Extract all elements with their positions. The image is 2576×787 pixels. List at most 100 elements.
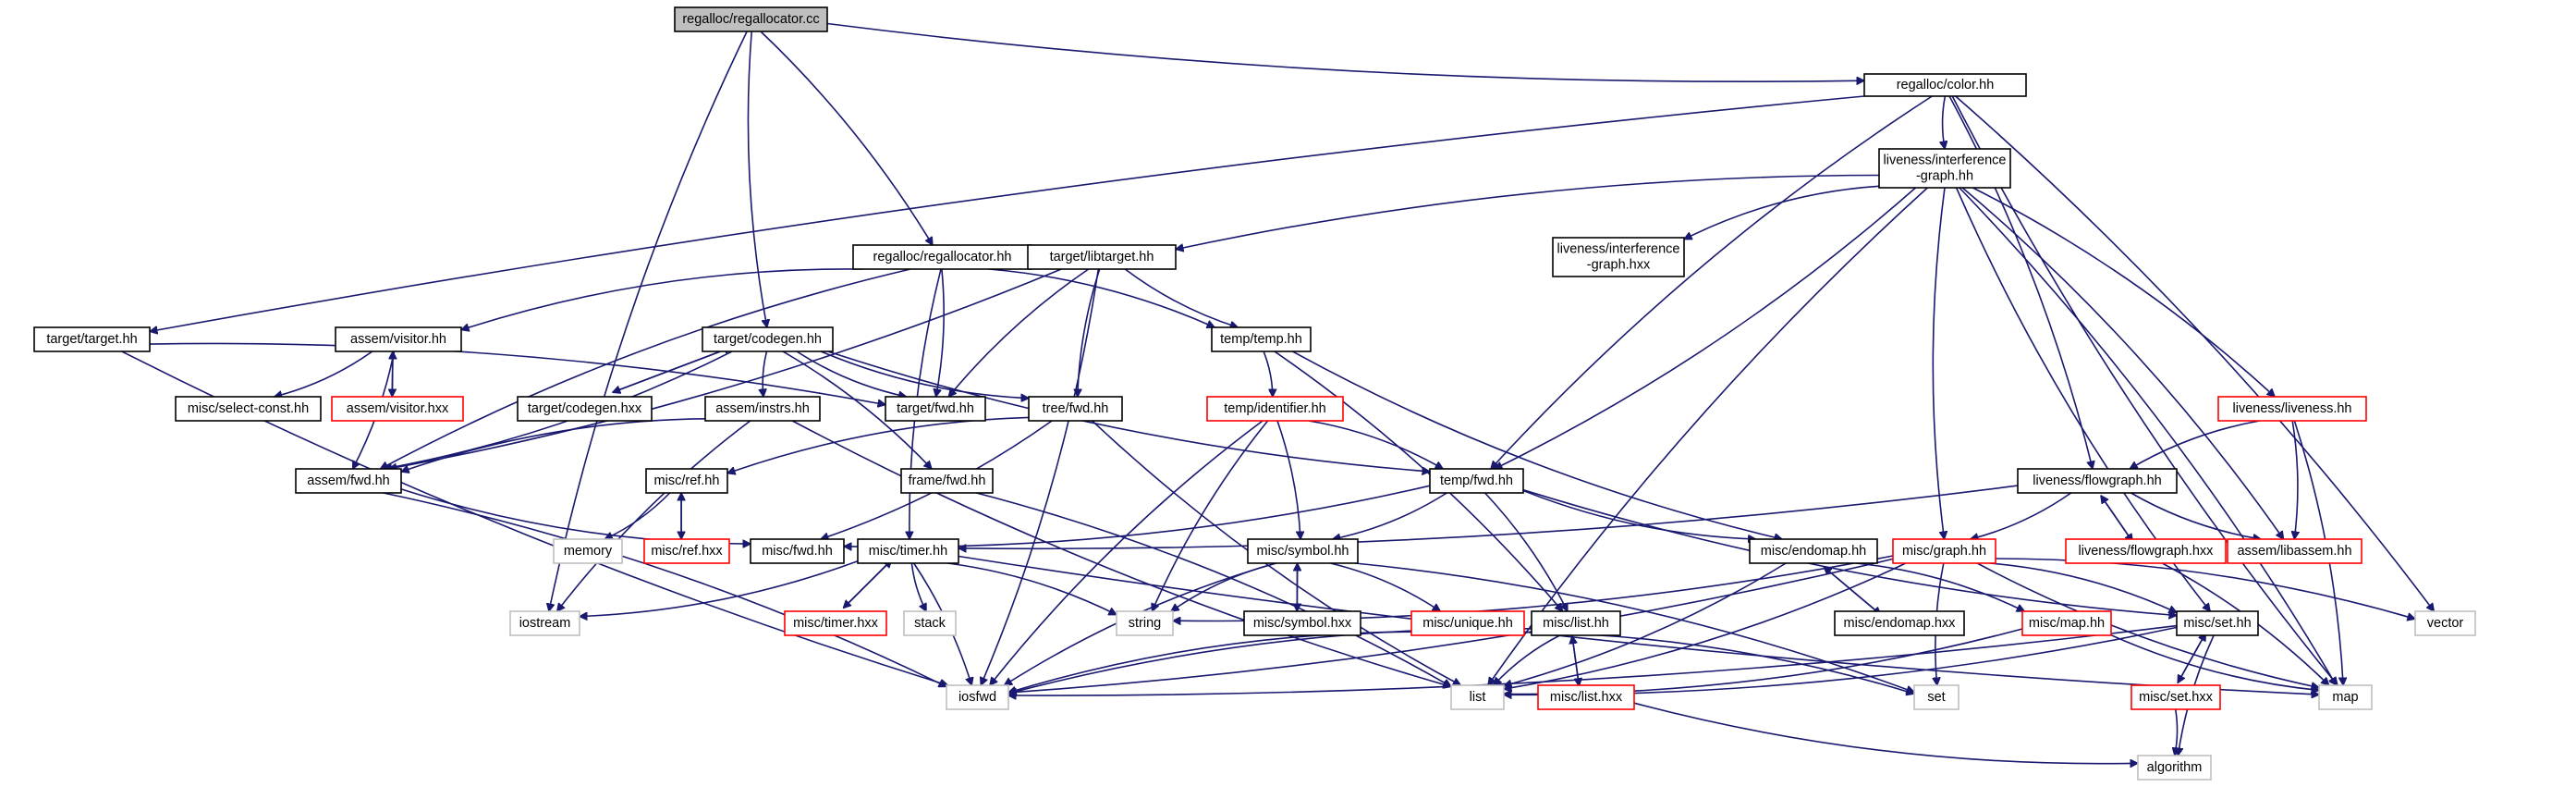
node-box[interactable] xyxy=(1450,684,1505,710)
node-box[interactable] xyxy=(1913,684,1959,710)
node-endomap-hxx[interactable]: misc/endomap.hxx xyxy=(1834,610,1965,636)
node-box[interactable] xyxy=(295,468,402,494)
node-color-hh[interactable]: regalloc/color.hh xyxy=(1863,73,2027,97)
node-visitor-hxx[interactable]: assem/visitor.hxx xyxy=(331,396,464,422)
node-libtarget-hh[interactable]: target/libtarget.hh xyxy=(1027,244,1177,270)
node-list-hh[interactable]: misc/list.hh xyxy=(1531,610,1621,636)
node-instrs-hh[interactable]: assem/instrs.hh xyxy=(704,396,821,422)
node-box[interactable] xyxy=(1531,610,1621,636)
node-box[interactable] xyxy=(1834,610,1965,636)
node-box[interactable] xyxy=(2021,610,2112,636)
node-endomap-hh[interactable]: misc/endomap.hh xyxy=(1749,538,1878,564)
node-iostream[interactable]: iostream xyxy=(509,610,580,636)
node-box[interactable] xyxy=(1028,396,1123,422)
node-ig-hxx[interactable]: liveness/interference-graph.hxx xyxy=(1552,237,1685,277)
node-box[interactable] xyxy=(1892,538,1996,564)
node-ig-hh[interactable]: liveness/interference-graph.hh xyxy=(1878,148,2011,189)
node-box[interactable] xyxy=(1243,610,1361,636)
node-iosfwd[interactable]: iosfwd xyxy=(946,684,1009,710)
node-codegen-hxx[interactable]: target/codegen.hxx xyxy=(517,396,653,422)
node-flowgraph-hxx[interactable]: liveness/flowgraph.hxx xyxy=(2065,538,2227,564)
node-box[interactable] xyxy=(2065,538,2227,564)
node-box[interactable] xyxy=(1749,538,1878,564)
node-temp-hh[interactable]: temp/temp.hh xyxy=(1211,326,1312,352)
node-box[interactable] xyxy=(852,244,1032,270)
node-box[interactable] xyxy=(643,538,730,564)
node-set-hxx[interactable]: misc/set.hxx xyxy=(2130,684,2221,710)
node-timer-hh[interactable]: misc/timer.hh xyxy=(857,538,959,564)
node-stack[interactable]: stack xyxy=(903,610,957,636)
node-box[interactable] xyxy=(1211,326,1312,352)
node-box[interactable] xyxy=(335,326,462,352)
node-box[interactable] xyxy=(1410,610,1525,636)
node-assem-fwd-hh[interactable]: assem/fwd.hh xyxy=(295,468,402,494)
node-regalloc-hh[interactable]: regalloc/regallocator.hh xyxy=(852,244,1032,270)
node-box[interactable] xyxy=(704,396,821,422)
node-set[interactable]: set xyxy=(1913,684,1959,710)
node-box[interactable] xyxy=(175,396,322,422)
node-timer-hxx[interactable]: misc/timer.hxx xyxy=(784,610,887,636)
node-box[interactable] xyxy=(1116,610,1174,636)
node-symbol-hh[interactable]: misc/symbol.hh xyxy=(1247,538,1359,564)
node-map-hh[interactable]: misc/map.hh xyxy=(2021,610,2112,636)
node-box[interactable] xyxy=(331,396,464,422)
node-liveness-hh[interactable]: liveness/liveness.hh xyxy=(2217,396,2367,422)
node-unique-hh[interactable]: misc/unique.hh xyxy=(1410,610,1525,636)
node-box[interactable] xyxy=(517,396,653,422)
node-box[interactable] xyxy=(509,610,580,636)
node-list[interactable]: list xyxy=(1450,684,1505,710)
node-visitor-hh[interactable]: assem/visitor.hh xyxy=(335,326,462,352)
node-map[interactable]: map xyxy=(2318,684,2373,710)
node-box[interactable] xyxy=(2137,755,2212,781)
node-box[interactable] xyxy=(1206,396,1344,422)
node-box[interactable] xyxy=(1027,244,1177,270)
node-memory[interactable]: memory xyxy=(553,538,623,564)
node-frame-fwd-hh[interactable]: frame/fwd.hh xyxy=(900,468,994,494)
node-graph-hh[interactable]: misc/graph.hh xyxy=(1892,538,1996,564)
node-box[interactable] xyxy=(1247,538,1359,564)
node-box[interactable] xyxy=(903,610,957,636)
node-box[interactable] xyxy=(1863,73,2027,97)
node-codegen-hh[interactable]: target/codegen.hh xyxy=(702,326,834,352)
node-box[interactable] xyxy=(1552,237,1685,277)
node-regalloc-cc[interactable]: regalloc/regallocator.cc xyxy=(674,6,828,32)
node-box[interactable] xyxy=(1878,148,2011,189)
node-flowgraph-hh[interactable]: liveness/flowgraph.hh xyxy=(2017,468,2178,494)
node-selectconst-hh[interactable]: misc/select-const.hh xyxy=(175,396,322,422)
node-temp-fwd-hh[interactable]: temp/fwd.hh xyxy=(1429,468,1524,494)
node-ref-hxx[interactable]: misc/ref.hxx xyxy=(643,538,730,564)
node-box[interactable] xyxy=(1537,684,1635,710)
node-box[interactable] xyxy=(900,468,994,494)
node-box[interactable] xyxy=(702,326,834,352)
node-box[interactable] xyxy=(857,538,959,564)
node-set-hh[interactable]: misc/set.hh xyxy=(2176,610,2259,636)
node-box[interactable] xyxy=(2414,610,2476,636)
node-box[interactable] xyxy=(2017,468,2178,494)
node-box[interactable] xyxy=(645,468,728,494)
node-tree-fwd-hh[interactable]: tree/fwd.hh xyxy=(1028,396,1123,422)
node-vector[interactable]: vector xyxy=(2414,610,2476,636)
node-libassem-hh[interactable]: assem/libassem.hh xyxy=(2227,538,2362,564)
node-ref-hh[interactable]: misc/ref.hh xyxy=(645,468,728,494)
node-box[interactable] xyxy=(946,684,1009,710)
node-misc-fwd-hh[interactable]: misc/fwd.hh xyxy=(750,538,845,564)
node-list-hxx[interactable]: misc/list.hxx xyxy=(1537,684,1635,710)
node-target-hh[interactable]: target/target.hh xyxy=(33,326,151,352)
node-box[interactable] xyxy=(784,610,887,636)
node-box[interactable] xyxy=(674,6,828,32)
node-box[interactable] xyxy=(2318,684,2373,710)
node-box[interactable] xyxy=(1429,468,1524,494)
node-symbol-hxx[interactable]: misc/symbol.hxx xyxy=(1243,610,1361,636)
node-box[interactable] xyxy=(885,396,986,422)
node-box[interactable] xyxy=(553,538,623,564)
node-box[interactable] xyxy=(750,538,845,564)
node-algorithm[interactable]: algorithm xyxy=(2137,755,2212,781)
node-string[interactable]: string xyxy=(1116,610,1174,636)
node-box[interactable] xyxy=(2130,684,2221,710)
node-box[interactable] xyxy=(33,326,151,352)
node-box[interactable] xyxy=(2217,396,2367,422)
node-box[interactable] xyxy=(2227,538,2362,564)
node-identifier-hh[interactable]: temp/identifier.hh xyxy=(1206,396,1344,422)
node-target-fwd-hh[interactable]: target/fwd.hh xyxy=(885,396,986,422)
node-box[interactable] xyxy=(2176,610,2259,636)
